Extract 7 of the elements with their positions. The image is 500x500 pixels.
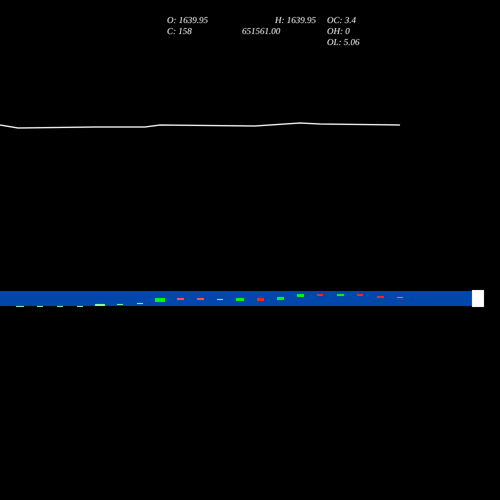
price-value: OH: 0 [327,27,350,36]
price-value: 651561.00 [242,27,280,36]
price-value: OL: 5.06 [327,38,360,47]
price-value: O: 1639.95 [167,16,208,25]
price-value: C: 158 [167,27,192,36]
price-value: H: 1639.95 [275,16,316,25]
price-value: OC: 3.4 [327,16,356,25]
